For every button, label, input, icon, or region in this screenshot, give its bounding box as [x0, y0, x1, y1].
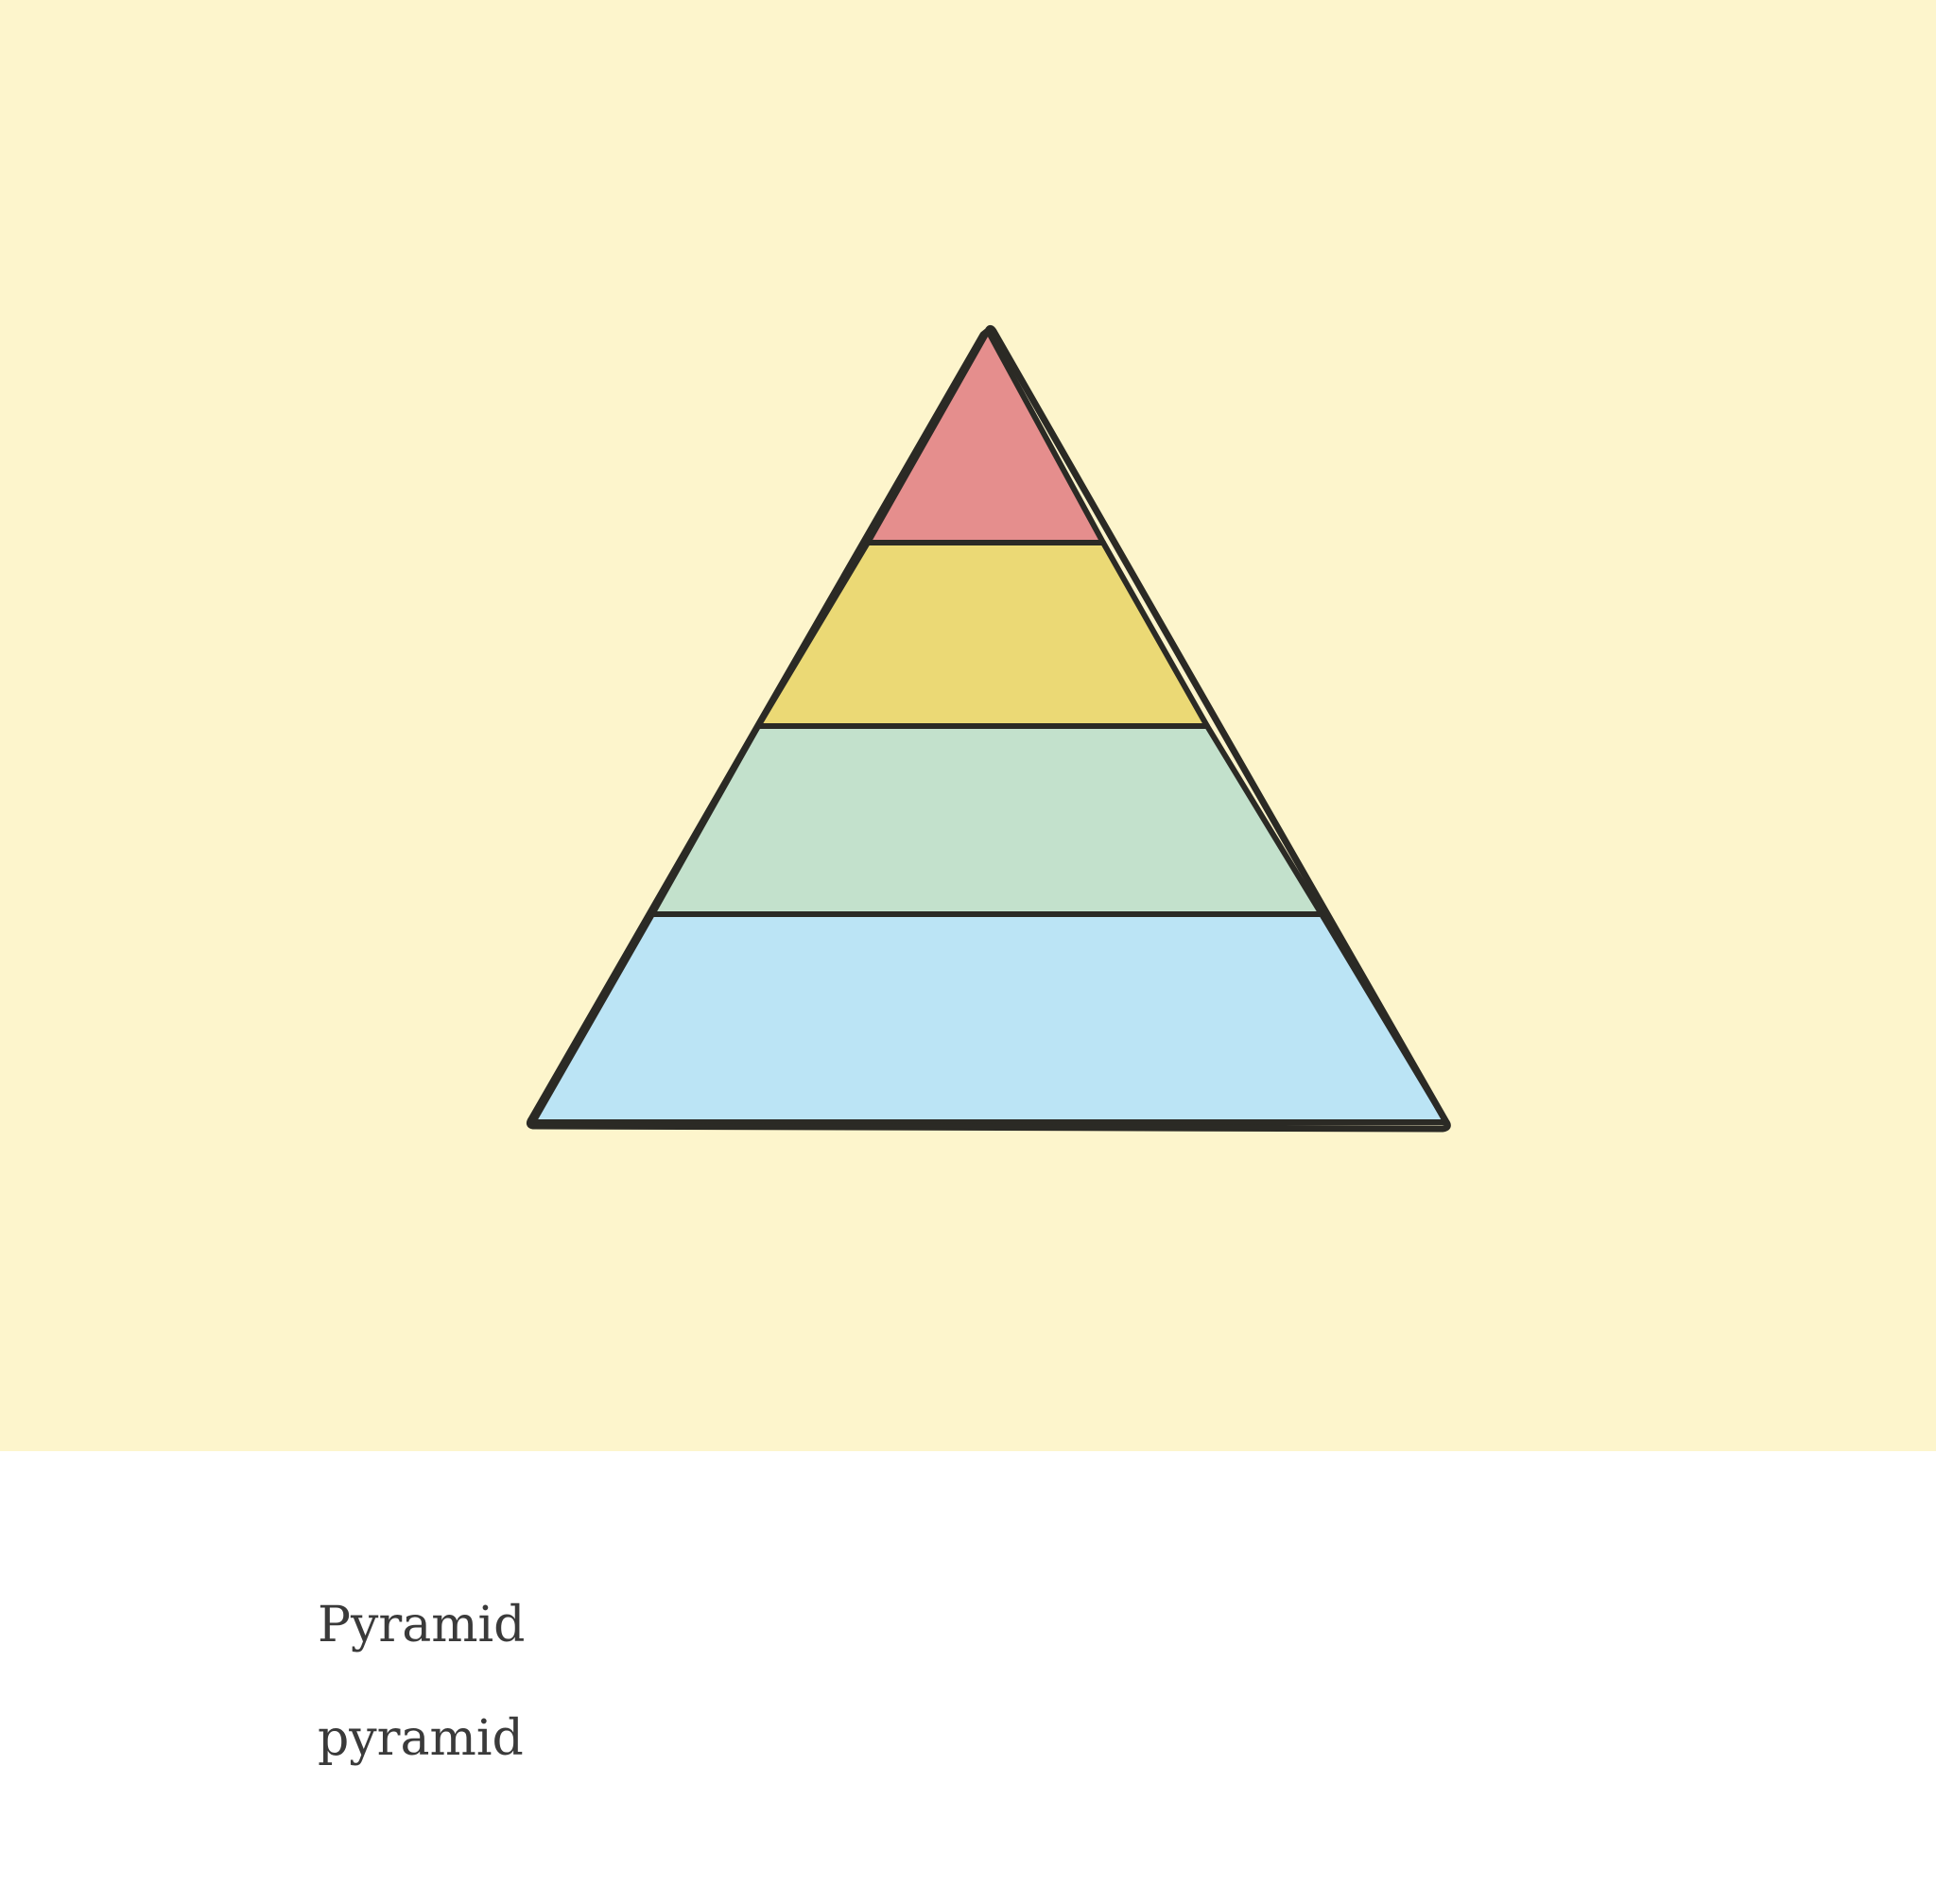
pyramid-outline	[526, 324, 1451, 1133]
caption-subtitle: pyramid	[318, 1710, 524, 1767]
pyramid-layer-third	[649, 723, 1324, 917]
pyramid-illustration	[526, 324, 1451, 1133]
caption-title: Pyramid	[318, 1597, 526, 1653]
pyramid-layer-bottom	[530, 911, 1449, 1125]
pyramid-illustration-panel	[0, 0, 1936, 1451]
pyramid-layer-second	[755, 540, 1210, 729]
pyramid-layer-top	[865, 328, 1106, 545]
caption-area: Pyramid pyramid	[0, 1451, 1936, 1904]
